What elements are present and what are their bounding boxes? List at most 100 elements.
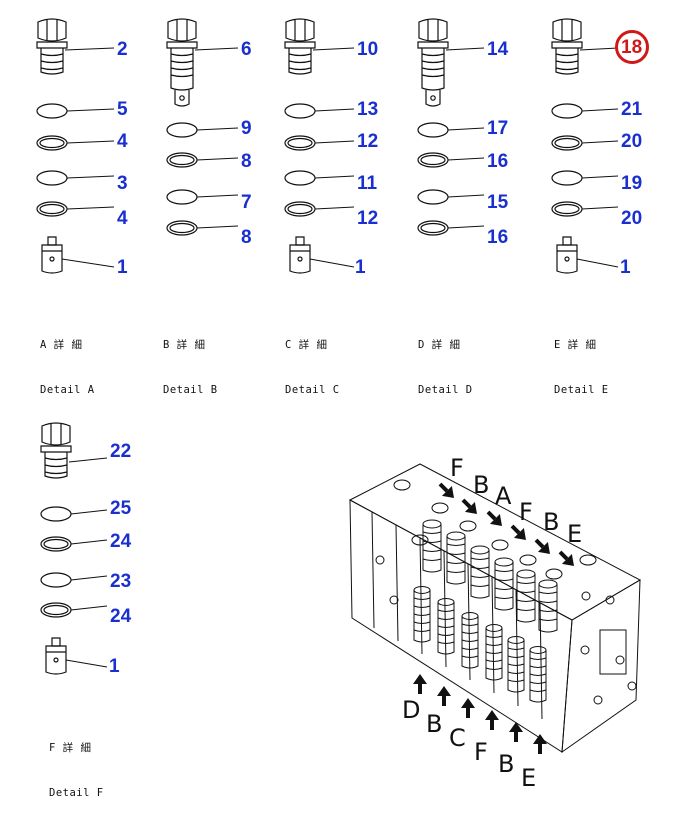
- callout-a-3[interactable]: 4: [117, 131, 128, 152]
- leader-e-ring-3: [581, 175, 619, 179]
- callout-c-3[interactable]: 12: [357, 131, 379, 152]
- assembly-label-bottom-2: B: [426, 710, 443, 738]
- leader-a-ring-1: [66, 108, 115, 112]
- callout-b-1[interactable]: 6: [241, 39, 252, 60]
- leader-e-plug: [579, 47, 619, 51]
- ring-f-1: [40, 506, 72, 522]
- callout-e-2[interactable]: 21: [621, 99, 643, 120]
- callout-f-4[interactable]: 23: [110, 571, 132, 592]
- detail-caption-c-jp: C 詳 細: [285, 339, 328, 351]
- assembly-label-top-3: A: [495, 482, 512, 510]
- arrow-bottom-5: [509, 722, 523, 742]
- ring-b-2-inner: [169, 154, 195, 166]
- detail-caption-c-en: Detail C: [285, 384, 340, 396]
- callout-e-4[interactable]: 19: [621, 173, 643, 194]
- detail-caption-d: D 詳 細 Detail D: [418, 308, 473, 428]
- detail-caption-c: C 詳 細 Detail C: [285, 308, 340, 428]
- callout-e-6[interactable]: 1: [620, 257, 631, 278]
- callout-a-1[interactable]: 2: [117, 39, 128, 60]
- callout-d-5[interactable]: 16: [487, 227, 509, 248]
- detail-caption-f: F 詳 細 Detail F: [49, 711, 104, 831]
- leader-b-ring-3: [196, 194, 239, 198]
- leader-e-poppet: [576, 258, 619, 268]
- ring-c-3: [284, 170, 316, 186]
- callout-b-3[interactable]: 8: [241, 151, 252, 172]
- callout-f-2[interactable]: 25: [110, 498, 132, 519]
- detail-caption-a: A 詳 細 Detail A: [40, 308, 95, 428]
- ring-a-1: [36, 103, 68, 119]
- detail-caption-f-en: Detail F: [49, 787, 104, 799]
- ring-c-4-inner: [287, 203, 313, 215]
- ring-a-3: [36, 170, 68, 186]
- callout-c-2[interactable]: 13: [357, 99, 379, 120]
- leader-e-ring-1: [581, 108, 619, 112]
- callout-a-6[interactable]: 1: [117, 257, 128, 278]
- poppet-f: [45, 637, 67, 675]
- assembly-label-top-1: F: [450, 454, 464, 482]
- callout-f-3[interactable]: 24: [110, 531, 132, 552]
- leader-c-ring-3: [314, 175, 355, 179]
- ring-c-2-inner: [287, 137, 313, 149]
- callout-b-2[interactable]: 9: [241, 118, 252, 139]
- ring-e-2-inner: [554, 137, 580, 149]
- ring-e-4-inner: [554, 203, 580, 215]
- callout-a-2[interactable]: 5: [117, 99, 128, 120]
- ring-b-1: [166, 122, 198, 138]
- callout-b-4[interactable]: 7: [241, 192, 252, 213]
- leader-b-ring-1: [196, 127, 239, 131]
- leader-a-ring-3: [66, 175, 115, 179]
- leader-a-ring-4: [66, 206, 115, 210]
- ring-f-3: [40, 572, 72, 588]
- leader-c-poppet: [309, 258, 355, 268]
- leader-c-ring-1: [314, 108, 355, 112]
- leader-f-ring-3: [70, 575, 108, 581]
- arrow-top-1: [438, 482, 454, 498]
- diagram-drawing: [36, 18, 642, 754]
- callout-a-5[interactable]: 4: [117, 208, 128, 229]
- ring-f-4-inner: [43, 604, 69, 616]
- arrow-bottom-4: [485, 710, 499, 730]
- assembly-label-bottom-6: E: [521, 764, 537, 792]
- callout-c-4[interactable]: 11: [357, 173, 378, 194]
- arrow-top-2: [461, 498, 477, 514]
- leader-c-plug: [312, 47, 355, 51]
- ring-e-1: [551, 103, 583, 119]
- ring-e-3: [551, 170, 583, 186]
- leader-e-ring-4: [581, 206, 619, 210]
- callout-c-1[interactable]: 10: [357, 39, 379, 60]
- leader-d-plug: [445, 47, 485, 51]
- ring-d-4-inner: [420, 222, 446, 234]
- leader-f-plug: [68, 457, 108, 463]
- ring-a-4-inner: [39, 203, 65, 215]
- assembly-label-bottom-3: C: [449, 724, 466, 752]
- callout-d-3[interactable]: 16: [487, 151, 509, 172]
- callout-f-1[interactable]: 22: [110, 441, 132, 462]
- detail-caption-b-jp: B 詳 細: [163, 339, 206, 351]
- callout-c-5[interactable]: 12: [357, 208, 379, 229]
- callout-f-5[interactable]: 24: [110, 606, 132, 627]
- leader-d-ring-2: [447, 157, 485, 161]
- callout-a-4[interactable]: 3: [117, 173, 128, 194]
- callout-e-3[interactable]: 20: [621, 131, 643, 152]
- ring-d-2-inner: [420, 154, 446, 166]
- callout-d-4[interactable]: 15: [487, 192, 509, 213]
- poppet-e: [556, 236, 578, 274]
- poppet-c: [289, 236, 311, 274]
- leader-b-plug: [194, 47, 239, 51]
- detail-caption-e-en: Detail E: [554, 384, 609, 396]
- plug-e: [551, 18, 583, 75]
- detail-caption-b-en: Detail B: [163, 384, 218, 396]
- parts-diagram: 2 5 4 3 4 1 6 9 8 7 8 10 13 12 11 12 1 1…: [36, 18, 649, 799]
- detail-caption-e-jp: E 詳 細: [554, 339, 597, 351]
- callout-e-5[interactable]: 20: [621, 208, 643, 229]
- callout-d-1[interactable]: 14: [487, 39, 509, 60]
- callout-b-5[interactable]: 8: [241, 227, 252, 248]
- callout-e-1-highlighted[interactable]: 18: [621, 37, 643, 58]
- leader-d-ring-1: [447, 127, 485, 131]
- callout-d-2[interactable]: 17: [487, 118, 509, 139]
- assembly-label-top-2: B: [473, 471, 490, 499]
- callout-f-6[interactable]: 1: [109, 656, 120, 677]
- leader-e-ring-2: [581, 140, 619, 144]
- leader-d-ring-3: [447, 194, 485, 198]
- callout-c-6[interactable]: 1: [355, 257, 366, 278]
